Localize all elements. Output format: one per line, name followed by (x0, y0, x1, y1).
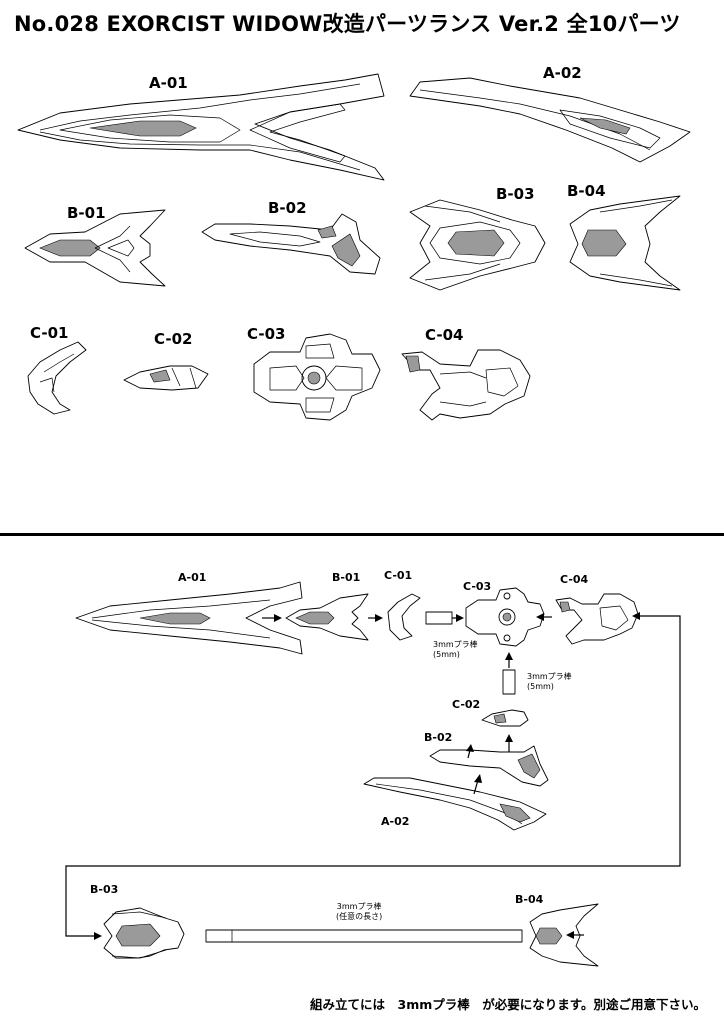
part-a02-drawing (409, 77, 691, 163)
label-c02: C-02 (154, 330, 193, 348)
rod-5mm-horizontal (425, 611, 453, 625)
assembly-a02-drawing (363, 777, 547, 831)
rod-long (205, 929, 523, 943)
label-b03: B-03 (496, 185, 535, 203)
note-rod-5mm-a-line1: 3mmプラ棒 (433, 640, 478, 649)
footer-note: 組み立てには 3mmプラ棒 が必要になります。別途ご用意下さい。 (310, 997, 706, 1012)
note-rod-5mm-b: 3mmプラ棒 (5mm) (527, 672, 572, 692)
note-rod-5mm-a: 3mmプラ棒 (5mm) (433, 640, 478, 660)
label-b02: B-02 (268, 199, 307, 217)
label-c04: C-04 (425, 326, 464, 344)
label-c01: C-01 (30, 324, 69, 342)
assembly-c02-drawing (481, 709, 529, 727)
note-rod-5mm-b-line2: (5mm) (527, 682, 554, 691)
label-b04: B-04 (567, 182, 606, 200)
part-b04-drawing (569, 195, 681, 291)
part-c01-drawing (27, 341, 87, 415)
assembly-c03-drawing (465, 587, 545, 647)
part-c02-drawing (123, 365, 209, 391)
label-c03: C-03 (247, 325, 286, 343)
assembly-b01-drawing (285, 593, 369, 641)
assembly-b03-drawing (103, 907, 185, 959)
assembly-label-b03: B-03 (90, 883, 119, 896)
note-rod-5mm-b-line1: 3mmプラ棒 (527, 672, 572, 681)
part-b02-drawing (201, 213, 381, 275)
assembly-label-b02: B-02 (424, 731, 453, 744)
assembly-label-c01: C-01 (384, 569, 413, 582)
rod-5mm-vertical (502, 669, 516, 695)
part-c03-drawing (253, 333, 381, 421)
note-rod-free: 3mmプラ棒 (任意の長さ) (336, 902, 382, 922)
assembly-label-a01: A-01 (178, 571, 207, 584)
assembly-label-b04: B-04 (515, 893, 544, 906)
note-rod-5mm-a-line2: (5mm) (433, 650, 460, 659)
part-b03-drawing (409, 199, 546, 291)
assembly-label-a02: A-02 (381, 815, 410, 828)
assembly-c01-drawing (387, 593, 421, 641)
assembly-b02-drawing (429, 745, 549, 787)
assembly-b04-drawing (529, 903, 599, 967)
part-b01-drawing (24, 209, 166, 287)
assembly-label-c03: C-03 (463, 580, 492, 593)
page-title: No.028 EXORCIST WIDOW改造パーツランス Ver.2 全10パ… (14, 12, 681, 36)
assembly-a01-drawing (75, 581, 303, 655)
assembly-label-c02: C-02 (452, 698, 481, 711)
part-c04-drawing (401, 349, 531, 421)
note-rod-free-line2: (任意の長さ) (336, 912, 383, 921)
part-a01-drawing (17, 73, 385, 181)
label-a01: A-01 (149, 74, 188, 92)
note-rod-free-line1: 3mmプラ棒 (336, 902, 382, 911)
label-b01: B-01 (67, 204, 106, 222)
assembly-label-c04: C-04 (560, 573, 589, 586)
assembly-arrows (65, 612, 681, 940)
assembly-c04-drawing (555, 593, 639, 645)
section-divider (0, 533, 724, 536)
assembly-label-b01: B-01 (332, 571, 361, 584)
label-a02: A-02 (543, 64, 582, 82)
